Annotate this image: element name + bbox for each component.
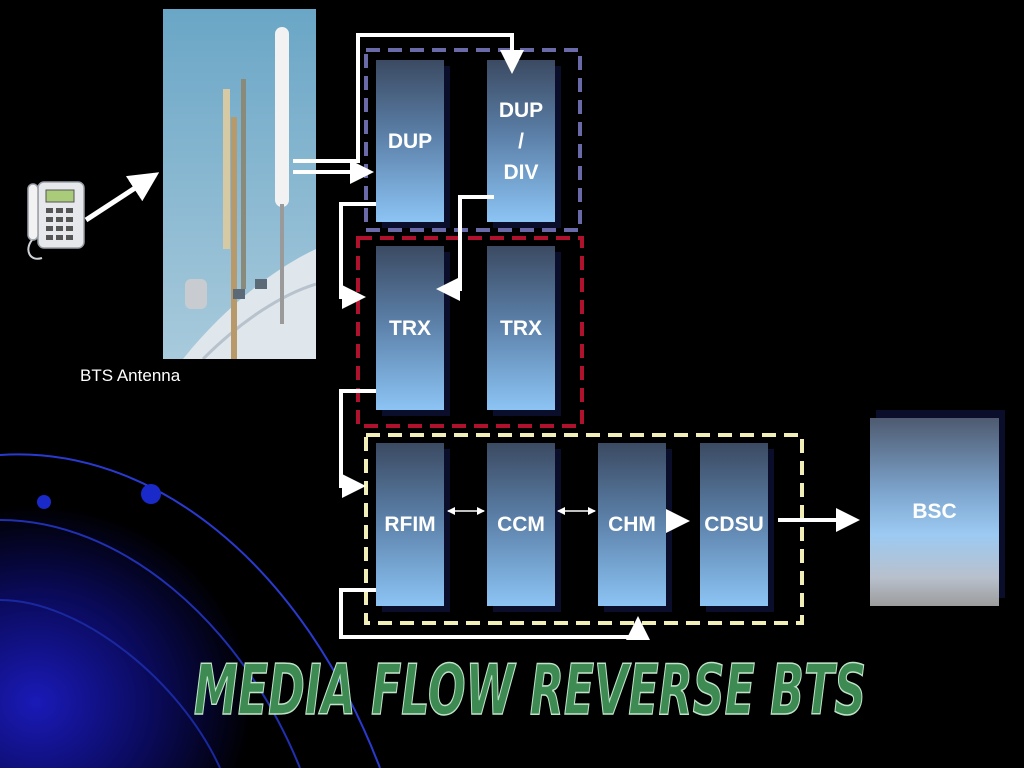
dup-label: DUP <box>387 129 433 153</box>
telephone-icon <box>27 181 85 260</box>
antenna-photo <box>163 9 316 359</box>
chm-block: CHM <box>598 443 666 606</box>
dup-div-label-line3: DIV <box>503 160 539 184</box>
trx-label-1: TRX <box>389 316 431 340</box>
cdsu-label: CDSU <box>704 513 764 536</box>
trx-label-2: TRX <box>500 316 542 340</box>
bts-antenna-caption: BTS Antenna <box>80 366 181 385</box>
dup-div-label-line1: DUP <box>498 98 544 122</box>
dup-div-block: DUP / DIV <box>487 60 555 222</box>
bsc-label: BSC <box>912 500 957 523</box>
cdsu-block: CDSU <box>700 443 768 606</box>
trx-block-1: TRX <box>376 246 444 410</box>
rfim-block: RFIM <box>376 443 444 606</box>
dup-div-label-line2: / <box>518 129 524 153</box>
ccm-label: CCM <box>497 513 545 536</box>
chm-label: CHM <box>608 513 656 536</box>
bsc-block: BSC <box>870 418 999 606</box>
trx-block-2: TRX <box>487 246 555 410</box>
ccm-block: CCM <box>487 443 555 606</box>
rfim-label: RFIM <box>384 513 436 536</box>
dup-block: DUP <box>376 60 444 222</box>
